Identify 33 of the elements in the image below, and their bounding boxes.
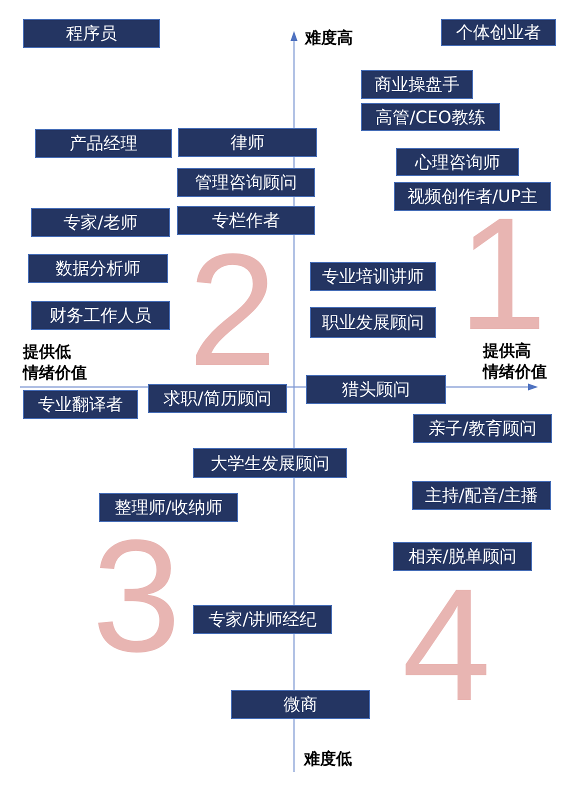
quadrant-number: 2: [188, 250, 277, 370]
job-title-box: 数据分析师: [28, 254, 168, 283]
quadrant-number: 4: [402, 585, 491, 705]
job-title-box: 大学生发展顾问: [193, 448, 347, 478]
job-title-box: 商业操盘手: [361, 70, 473, 99]
job-title-box: 专家/老师: [31, 208, 170, 237]
job-title-box: 主持/配音/主播: [412, 481, 551, 510]
job-title-box: 视频创作者/UP主: [394, 182, 551, 211]
job-title-box: 管理咨询顾问: [177, 168, 315, 197]
job-title-box: 求职/简历顾问: [148, 384, 287, 413]
axis-label: 难度高: [305, 27, 353, 48]
job-title-box: 个体创业者: [441, 19, 556, 46]
job-title-box: 专家/讲师经纪: [193, 605, 332, 634]
job-title-box: 猎头顾问: [306, 375, 446, 404]
job-title-box: 高管/CEO教练: [361, 103, 500, 131]
job-title-box: 专栏作者: [177, 206, 315, 235]
job-title-box: 相亲/脱单顾问: [393, 542, 532, 571]
job-title-box: 程序员: [23, 19, 160, 48]
job-title-box: 心理咨询师: [396, 148, 519, 176]
axis-label: 提供低情绪价值: [23, 341, 88, 383]
axis-label: 难度低: [304, 748, 352, 769]
quadrant-number: 1: [458, 214, 547, 334]
job-title-box: 产品经理: [35, 129, 172, 158]
job-title-box: 微商: [231, 690, 370, 719]
job-title-box: 专业培训讲师: [310, 262, 436, 291]
job-title-box: 整理师/收纳师: [99, 493, 238, 522]
quadrant-number: 3: [92, 536, 181, 656]
job-title-box: 职业发展顾问: [310, 307, 436, 338]
job-title-box: 律师: [178, 128, 317, 157]
job-title-box: 亲子/教育顾问: [413, 414, 552, 443]
job-title-box: 财务工作人员: [31, 301, 170, 330]
job-title-box: 专业翻译者: [23, 390, 138, 419]
axis-label: 提供高情绪价值: [483, 340, 548, 382]
